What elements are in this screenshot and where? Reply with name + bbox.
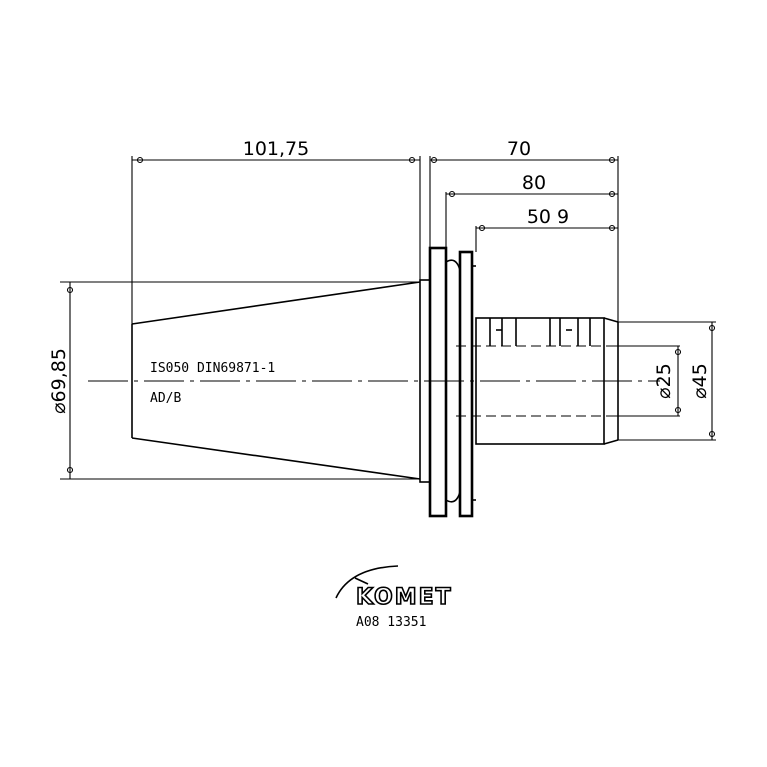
taper-body: [131, 281, 421, 480]
extension-lines: [60, 156, 716, 480]
variant-note: AD/B: [150, 391, 181, 406]
dim-mid-length: 80: [522, 172, 546, 194]
logo-brand: KOMET: [356, 585, 453, 610]
part-number: A08 13351: [356, 615, 426, 630]
dim-short-length: 50 9: [527, 206, 569, 228]
komet-logo: KOMET: [335, 565, 453, 611]
dim-bore-diameter: ⌀25: [653, 363, 675, 399]
dimension-lines: [66, 156, 716, 479]
dim-shank-diameter: ⌀45: [689, 363, 711, 399]
standard-note: IS050 DIN69871-1: [150, 361, 275, 376]
flange: [419, 246, 476, 518]
dim-taper-diameter: ⌀69,85: [48, 348, 70, 414]
dim-total-length: 70: [507, 138, 531, 160]
dim-taper-length: 101,75: [243, 138, 309, 160]
shank: [445, 317, 619, 445]
